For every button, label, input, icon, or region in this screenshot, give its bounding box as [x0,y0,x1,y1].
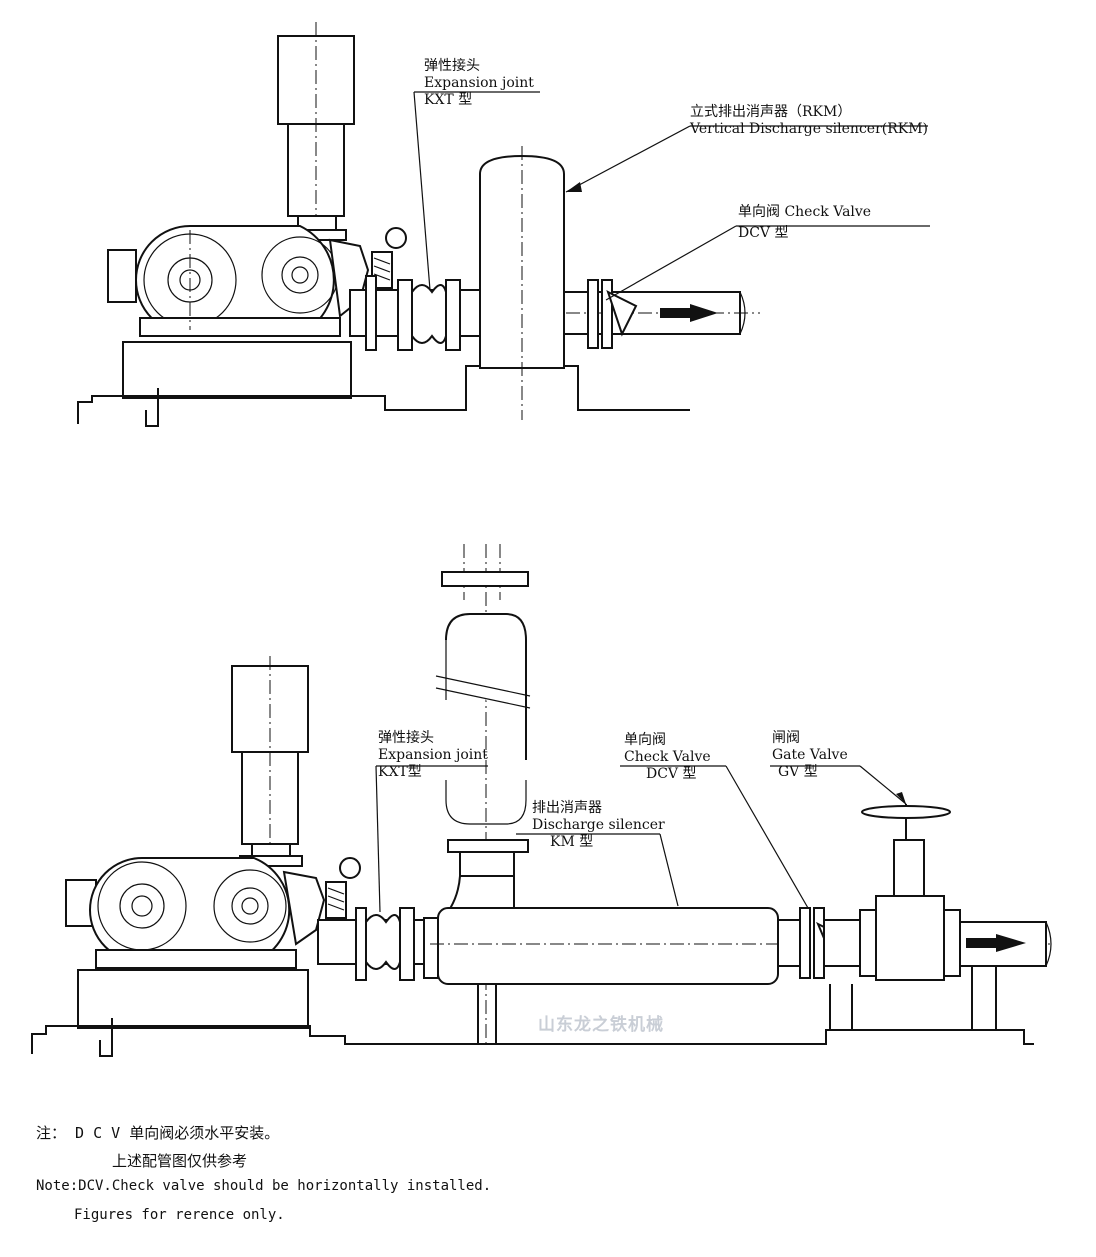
bottom-flow-arrow [966,938,996,948]
label-model: DCV 型 [646,766,697,782]
label-model: KXT 型 [424,92,473,108]
top-expansion-joint [411,284,447,344]
bottom-pressure-gauge [339,857,361,879]
top-anchor-hook [145,388,159,427]
bottom-check-valve-label: 单向阀 Check Valve DCV 型 [624,732,711,783]
label-cn: 单向阀 [624,732,666,748]
label-en: Gate Valve [772,747,848,763]
label-cn: 弹性接头 [424,58,480,74]
label-model: KM 型 [550,834,594,850]
label-model: GV 型 [778,764,818,780]
label-cn: 弹性接头 [378,730,434,746]
top-base-block [122,341,352,399]
bottom-expansion-joint [365,914,401,970]
note-line-en-2: Figures for rerence only. [74,1207,285,1223]
bottom-silencer-label: 排出消声器 Discharge silencer KM 型 [532,800,665,851]
note-line-cn-2: 上述配管图仅供参考 [112,1152,248,1170]
bottom-expansion-joint-label: 弹性接头 Expansion joint KXT型 [378,730,488,781]
bottom-base-block [77,969,309,1029]
top-pressure-gauge [385,227,407,249]
top-check-valve-label: 单向阀 Check Valve DCV 型 [738,204,871,242]
label-en: Discharge silencer [532,817,665,833]
bottom-gate-valve [875,895,945,981]
label-cn: 立式排出消声器（RKM） [690,104,852,120]
top-check-valve [587,279,599,349]
label-en: Expansion joint [424,75,534,91]
bottom-installation-drawing [31,544,1052,1057]
top-flow-arrow [660,308,690,318]
label-model: KXT型 [378,764,422,780]
label-cn: 排出消声器 [532,800,602,816]
label-en: Vertical Discharge silencer(RKM) [690,121,929,137]
gate-valve-handwheel [861,805,951,819]
label-model: DCV 型 [738,225,789,241]
bottom-gate-valve-label: 闸阀 Gate Valve GV 型 [772,730,848,781]
label-cn: 闸阀 [772,730,800,746]
top-silencer-label: 立式排出消声器（RKM） Vertical Discharge silencer… [690,104,928,138]
label-en: Check Valve [624,749,711,765]
bottom-anchor-hook [99,1018,113,1057]
watermark: 山东龙之铁机械 [538,1015,664,1035]
top-installation-drawing [77,22,930,427]
bottom-safety-valve [325,881,347,919]
note-line-en-1: Note:DCV.Check valve should be horizonta… [36,1178,492,1194]
top-expansion-joint-label: 弹性接头 Expansion joint KXT 型 [424,58,534,109]
bottom-horizontal-silencer [437,907,779,985]
note-line-cn-1: 注： D C V 单向阀必须水平安装。 [36,1124,280,1142]
bottom-check-valve [799,907,811,979]
label-en: Expansion joint [378,747,488,763]
label-cn-en: 单向阀 Check Valve [738,204,872,220]
